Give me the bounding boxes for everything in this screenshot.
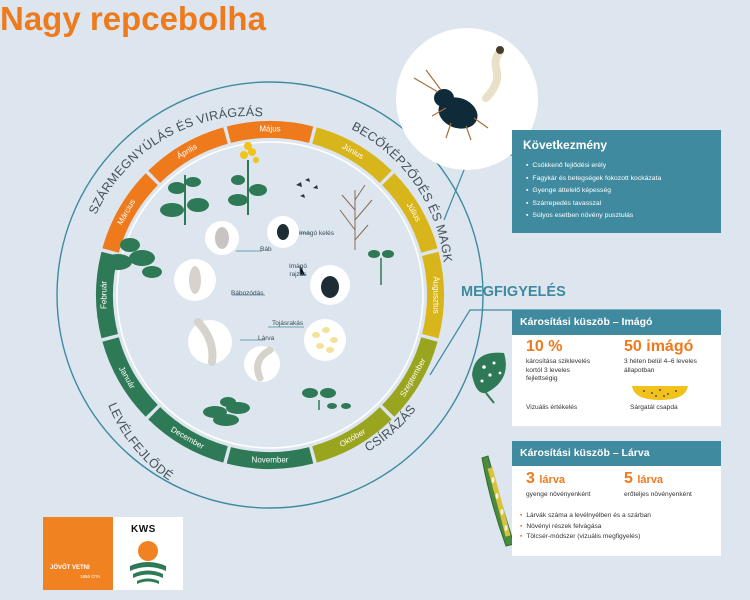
month-segment	[226, 121, 314, 143]
stage-pointers	[232, 232, 310, 341]
month-label: November	[252, 456, 289, 465]
larva-method-item: Tölcsér-módszer (vizuális megfigyelés)	[520, 532, 651, 543]
beetle-illustration-circle	[396, 28, 538, 170]
threshold-larva-weak-unit: lárva	[539, 474, 566, 486]
consequence-item: Csökkenő fejlődési erély	[526, 160, 661, 173]
yellow-trap-label: Sárgatál csapda	[630, 404, 678, 411]
stage-label-imago-rajzas: Imágó rajzás	[288, 263, 308, 278]
larva2-icon	[254, 346, 274, 382]
kws-logo-icon	[130, 541, 166, 584]
prepupa-icon	[189, 266, 201, 294]
month-segment	[382, 173, 438, 253]
threshold-larva-strong-unit: lárva	[637, 474, 664, 486]
inner-ring	[116, 141, 424, 449]
eggs-icon	[312, 327, 338, 353]
observation-heading: MEGFIGYELÉS	[461, 284, 566, 300]
consequence-item: Fagykár és betegségek fokozott kockázata	[526, 173, 661, 186]
month-segment	[226, 447, 314, 469]
logo-tagline: JÖVŐT VETNI	[50, 565, 90, 571]
kws-logo-text: KWS	[131, 524, 156, 535]
consequence-item: Szárrepedés tavasszal	[526, 198, 661, 211]
month-segment	[148, 127, 228, 183]
month-segment	[102, 173, 158, 253]
threshold-larva-strong: 5 lárva	[624, 470, 663, 488]
page-title: Nagy repcebolha	[0, 0, 266, 37]
plant-illustrations	[104, 142, 394, 426]
stage-label-tojasrakas: Tojásrakás	[272, 320, 304, 327]
infested-stem-icon	[481, 455, 515, 547]
outer-ring	[56, 81, 484, 509]
flea-beetle-icon	[413, 46, 504, 141]
consequence-item: Gyenge áttelelő képesség	[526, 185, 661, 198]
month-label: Február	[100, 281, 109, 309]
larva-method-item: Növényi részek felvágása	[520, 522, 651, 533]
emerging-beetle-icon	[277, 224, 289, 240]
stage-illustrations	[174, 216, 350, 382]
consequence-panel: Következmény Csökkenő fejlődési erély Fa…	[512, 130, 721, 233]
flowering-plant-icon	[228, 142, 267, 215]
yellow-trap-icon	[632, 386, 688, 400]
month-segments: MájusJúniusJúliusAugusztusSzeptemberOktó…	[96, 121, 444, 469]
damaged-leaf-icon	[472, 352, 506, 404]
young-plant-icon	[104, 238, 162, 278]
adult-beetle-icon	[321, 276, 339, 298]
stage-label-babozodas: Bábozódás	[231, 290, 264, 297]
threshold-adult-title: Károsítási küszöb – Imágó	[512, 310, 721, 335]
month-segment	[148, 407, 228, 463]
month-segment	[422, 251, 444, 339]
stage-label-bab: Báb	[260, 246, 272, 253]
threshold-larva-title: Károsítási küszöb – Lárva	[512, 441, 721, 466]
logo-orange-block	[43, 517, 113, 590]
threshold-adult-count: 50 imágó	[624, 338, 694, 355]
larva-method-list: Lárvák száma a levélnyélben és a szárban…	[520, 511, 651, 543]
month-segment	[382, 337, 438, 417]
threshold-larva-panel: Károsítási küszöb – Lárva 3 lárva gyenge…	[512, 441, 721, 556]
seedling-plant-icon	[302, 388, 351, 410]
consequence-item: Súlyos esetben növény pusztulás	[526, 210, 661, 223]
threshold-larva-strong-num: 5	[624, 470, 633, 487]
threshold-adult-percent: 10 %	[526, 338, 563, 355]
month-label: Augusztus	[431, 276, 440, 313]
threshold-adult-percent-desc: károsítása sziklevelés kortól 3 leveles …	[526, 358, 591, 382]
cotyledon-icon	[368, 250, 394, 285]
threshold-larva-weak-desc: gyenge növényenként	[526, 491, 591, 498]
month-label: Május	[259, 125, 280, 134]
visual-assessment-label: Vizuális értékelés	[526, 404, 578, 411]
pupa-icon	[215, 227, 229, 249]
larva-method-item: Lárvák száma a levélnyélben és a szárban	[520, 511, 651, 522]
stem-plant-icon	[160, 175, 209, 225]
larva-icon	[194, 318, 217, 366]
threshold-larva-weak: 3 lárva	[526, 470, 565, 488]
rosette-plant-icon	[203, 397, 250, 426]
month-segment	[102, 337, 158, 417]
month-segment	[312, 407, 392, 463]
larva2-stage-circle	[244, 346, 280, 382]
month-segment	[96, 251, 118, 339]
seed-fragments-icon	[296, 178, 318, 198]
consequence-title: Következmény	[523, 138, 608, 152]
stage-label-imago-keles: Imágó kelés	[299, 230, 335, 237]
threshold-adult-count-desc: 3 héten belül 4–6 leveles állapotban	[624, 358, 697, 374]
threshold-adult-panel: Károsítási küszöb – Imágó 10 % károsítás…	[512, 310, 721, 426]
dry-pod-plant-icon	[339, 184, 373, 250]
consequence-list: Csökkenő fejlődési erély Fagykár és bete…	[526, 160, 661, 223]
egg-stage-circle	[304, 319, 346, 361]
threshold-larva-weak-num: 3	[526, 470, 535, 487]
stage-label-larva: Lárva	[258, 335, 275, 342]
month-segment	[312, 127, 392, 183]
logo-years: 1856 ÓTA	[80, 574, 101, 579]
threshold-larva-strong-desc: erőteljes növényenként	[624, 491, 692, 498]
